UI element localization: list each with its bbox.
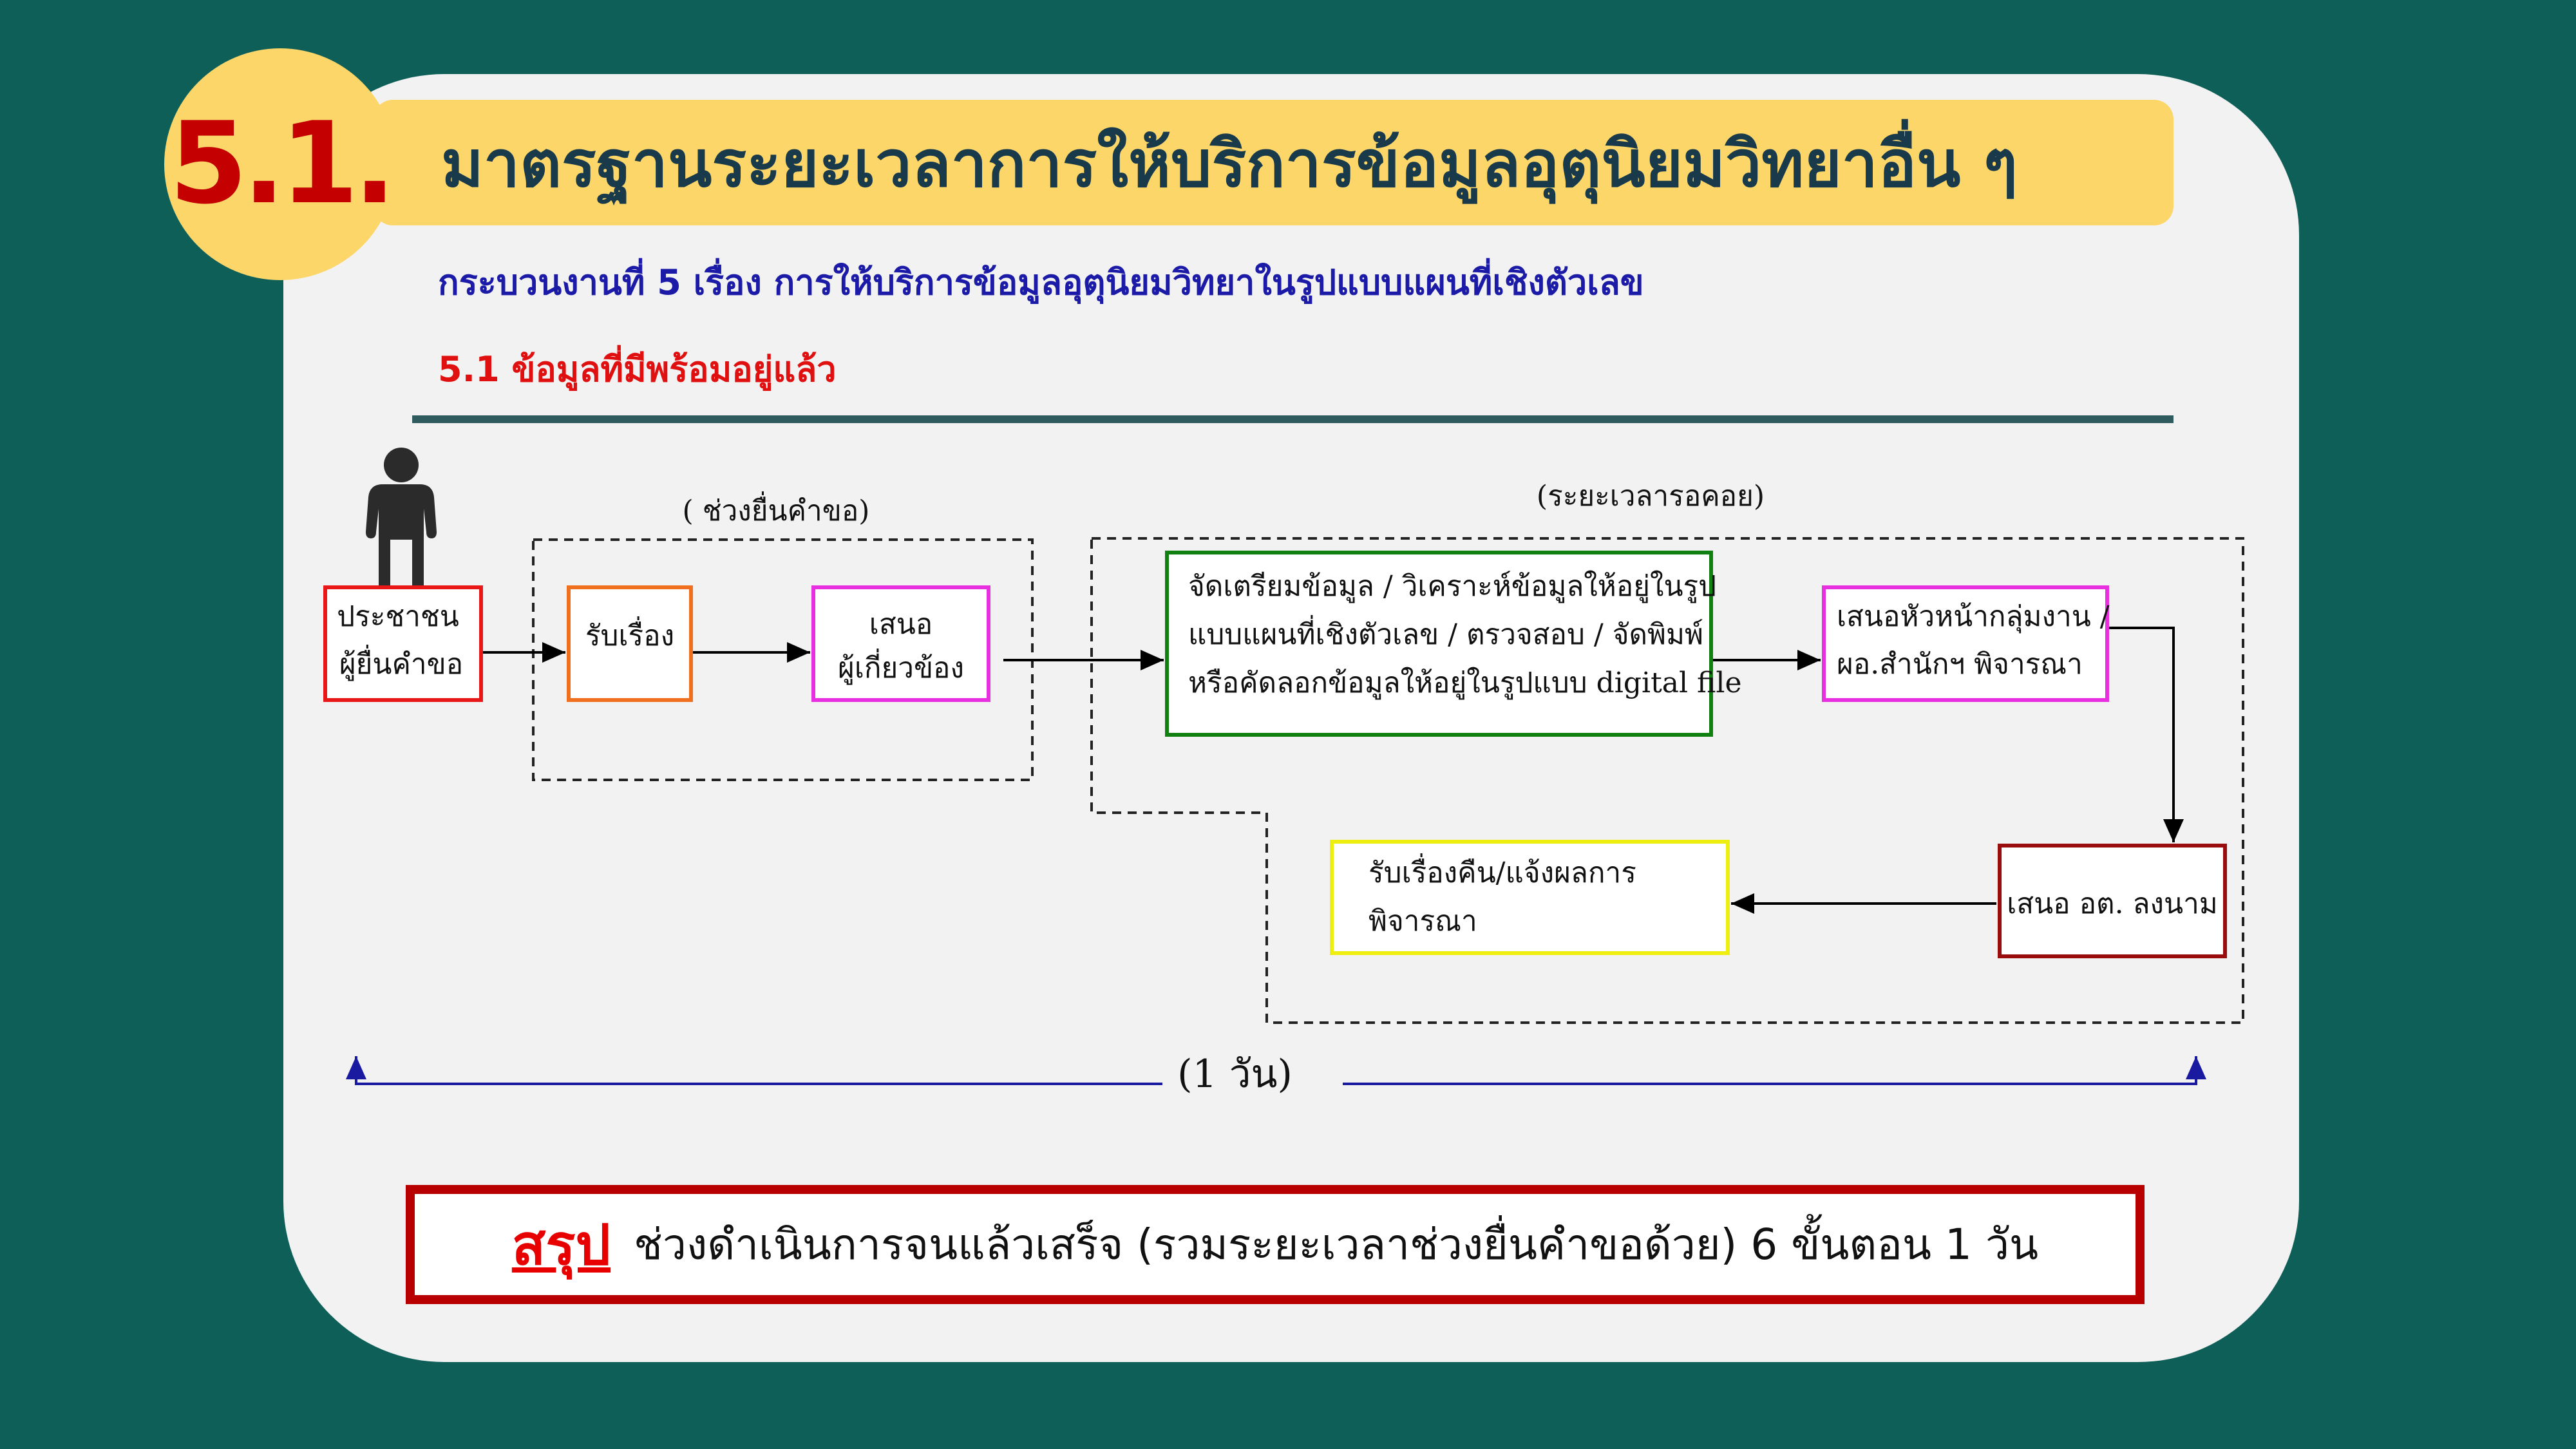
phase-request-label: ( ช่วงยื่นคำขอ) <box>683 491 870 527</box>
requester-line-2: ผู้ยื่นคำขอ <box>339 644 463 681</box>
receive-label: รับเรื่อง <box>585 616 674 652</box>
section-number: 5.1. <box>169 99 397 229</box>
requester-box <box>323 585 483 702</box>
director-label: เสนอ อต. ลงนาม <box>2007 887 2218 920</box>
return-line-2: พิจารณา <box>1368 905 1477 938</box>
director-box <box>1998 844 2227 958</box>
head-approval-box <box>1822 585 2109 702</box>
prepare-line-3: หรือคัดลอกข้อมูลให้อยู่ในรูปแบบ digital … <box>1188 667 1742 700</box>
prepare-box <box>1165 551 1713 737</box>
page-title: มาตรฐานระยะเวลาการให้บริการข้อมูลอุตุนิย… <box>441 126 2018 202</box>
propose-line-1: เสนอ <box>869 608 933 641</box>
requester-line-1: ประชาชน <box>337 600 459 633</box>
summary-text: ช่วงดำเนินการจนแล้วเสร็จ (รวมระยะเวลาช่ว… <box>634 1220 2039 1269</box>
process-subtitle: กระบวนงานที่ 5 เรื่อง การให้บริการข้อมูล… <box>438 262 1644 303</box>
title-bar <box>374 100 2174 225</box>
subsection-title: 5.1 ข้อมูลที่มีพร้อมอยู่แล้ว <box>438 349 837 390</box>
return-box <box>1330 840 1730 955</box>
section-badge <box>164 48 396 280</box>
prepare-line-1: จัดเตรียมข้อมูล / วิเคราะห์ข้อมูลให้อยู่… <box>1188 570 1716 603</box>
flow-arrows <box>483 627 2184 914</box>
propose-box <box>811 585 990 702</box>
person-icon <box>366 448 437 587</box>
head-line-2: ผอ.สำนักฯ พิจารณา <box>1837 648 2083 681</box>
duration-label: (1 วัน) <box>1177 1052 1293 1097</box>
wait-phase-region <box>1090 537 2244 1024</box>
phase-wait-label: (ระยะเวลารอคอย) <box>1537 480 1765 513</box>
return-line-1: รับเรื่องคืน/แจ้งผลการ <box>1368 853 1636 889</box>
divider <box>412 415 2174 423</box>
head-line-1: เสนอหัวหน้ากลุ่มงาน / <box>1837 600 2110 634</box>
duration-timeline <box>346 1056 2206 1085</box>
propose-line-2: ผู้เกี่ยวข้อง <box>838 648 964 685</box>
summary-label: สรุป <box>511 1213 611 1278</box>
receive-box <box>567 585 693 702</box>
summary-box: สรุป ช่วงดำเนินการจนแล้วเสร็จ (รวมระยะเว… <box>406 1185 2145 1304</box>
prepare-line-2: แบบแผนที่เชิงตัวเลข / ตรวจสอบ / จัดพิมพ์ <box>1188 614 1703 651</box>
